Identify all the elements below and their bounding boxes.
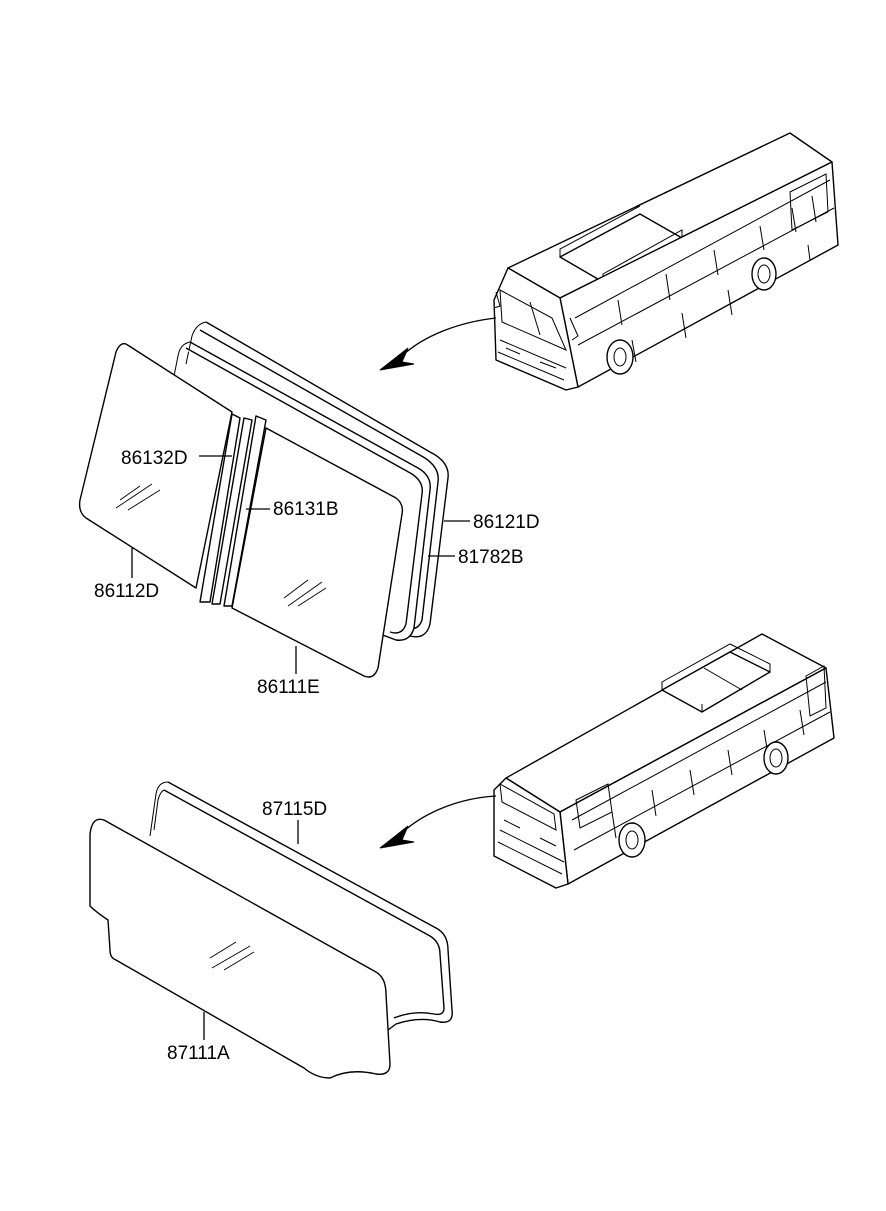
leader-lines-front xyxy=(131,455,470,674)
bus-rear-view-illustration xyxy=(493,633,835,889)
part-label-86111E: 86111E xyxy=(257,677,320,698)
bus-front-view-illustration xyxy=(493,132,839,391)
part-label-86131B: 86131B xyxy=(273,499,339,520)
part-label-86112D: 86112D xyxy=(94,581,159,602)
part-label-86132D: 86132D xyxy=(121,448,188,469)
glass-pane-86111E xyxy=(231,427,404,678)
rear-glass-87111A xyxy=(89,818,391,1079)
molding-strips-86131B-86132D xyxy=(199,413,267,607)
leader-lines-rear xyxy=(203,820,299,1040)
part-label-86121D: 86121D xyxy=(473,512,540,533)
weatherstrip-87115D xyxy=(149,781,453,1031)
pointer-arrow-front xyxy=(379,317,497,371)
part-label-81782B: 81782B xyxy=(458,547,524,568)
pointer-arrow-rear xyxy=(379,795,497,849)
glass-pane-86112D xyxy=(78,342,233,589)
part-label-87115D: 87115D xyxy=(262,799,327,820)
part-label-87111A: 87111A xyxy=(167,1043,230,1064)
